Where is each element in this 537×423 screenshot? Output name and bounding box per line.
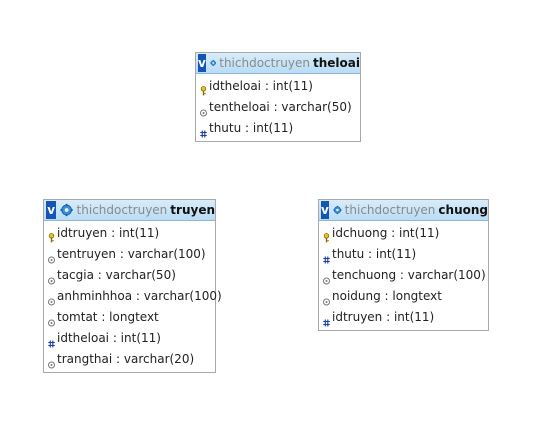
- column-row[interactable]: thutu : int(11): [196, 118, 360, 139]
- collapse-toggle-button[interactable]: v: [198, 54, 206, 72]
- numeric-column-icon: [323, 313, 330, 326]
- column-row[interactable]: tenchuong : varchar(100): [319, 265, 488, 286]
- table-name: truyen: [170, 203, 215, 217]
- table-name: chuong: [438, 203, 488, 217]
- column-label: idchuong : int(11): [332, 226, 440, 240]
- collapse-toggle-button[interactable]: v: [321, 201, 329, 219]
- key-icon: [48, 229, 55, 242]
- gear-icon: [333, 205, 342, 215]
- column-row[interactable]: idtheloai : int(11): [44, 328, 215, 349]
- numeric-column-icon: [200, 124, 207, 137]
- column-label: tacgia : varchar(50): [57, 268, 176, 282]
- table-name: theloai: [313, 56, 360, 70]
- column-row[interactable]: noidung : longtext: [319, 286, 488, 307]
- column-list: idtheloai : int(11) tentheloai : varchar…: [196, 74, 360, 141]
- column-row[interactable]: tentheloai : varchar(50): [196, 97, 360, 118]
- column-label: tenchuong : varchar(100): [332, 268, 486, 282]
- text-column-icon: [323, 292, 330, 305]
- column-label: thutu : int(11): [332, 247, 417, 261]
- column-row[interactable]: idtruyen : int(11): [44, 223, 215, 244]
- table-header[interactable]: v thichdoctruyen theloai: [196, 53, 360, 74]
- database-name: thichdoctruyen: [219, 56, 310, 70]
- table-header[interactable]: v thichdoctruyen chuong: [319, 200, 488, 221]
- text-column-icon: [48, 250, 55, 263]
- column-row[interactable]: idtruyen : int(11): [319, 307, 488, 328]
- numeric-column-icon: [323, 250, 330, 263]
- column-label: idtruyen : int(11): [332, 310, 435, 324]
- column-label: noidung : longtext: [332, 289, 442, 303]
- column-row[interactable]: tentruyen : varchar(100): [44, 244, 215, 265]
- key-icon: [323, 229, 330, 242]
- column-row[interactable]: tomtat : longtext: [44, 307, 215, 328]
- column-label: trangthai : varchar(20): [57, 352, 195, 366]
- table-chuong[interactable]: v thichdoctruyen chuong idchuong : int(1…: [318, 199, 489, 331]
- column-row[interactable]: trangthai : varchar(20): [44, 349, 215, 370]
- table-theloai[interactable]: v thichdoctruyen theloai idtheloai : int…: [195, 52, 361, 142]
- column-list: idtruyen : int(11) tentruyen : varchar(1…: [44, 221, 222, 372]
- text-column-icon: [48, 355, 55, 368]
- column-row[interactable]: idtheloai : int(11): [196, 76, 360, 97]
- database-name: thichdoctruyen: [76, 203, 168, 217]
- column-row[interactable]: tacgia : varchar(50): [44, 265, 215, 286]
- column-label: anhminhhoa : varchar(100): [57, 289, 222, 303]
- table-truyen[interactable]: v thichdoctruyen truyen idtruyen : int(1…: [43, 199, 222, 373]
- database-name: thichdoctruyen: [344, 203, 436, 217]
- column-label: idtheloai : int(11): [57, 331, 161, 345]
- gear-icon: [210, 60, 217, 66]
- column-row[interactable]: anhminhhoa : varchar(100): [44, 286, 222, 307]
- text-column-icon: [323, 271, 330, 284]
- text-column-icon: [48, 271, 55, 284]
- text-column-icon: [200, 103, 207, 116]
- column-label: tentruyen : varchar(100): [57, 247, 206, 261]
- column-label: tomtat : longtext: [57, 310, 159, 324]
- column-label: idtheloai : int(11): [209, 79, 313, 93]
- text-column-icon: [48, 292, 55, 305]
- column-row[interactable]: idchuong : int(11): [319, 223, 488, 244]
- column-list: idchuong : int(11) thutu : int(11) tench…: [319, 221, 488, 330]
- column-label: idtruyen : int(11): [57, 226, 160, 240]
- column-label: tentheloai : varchar(50): [209, 100, 352, 114]
- gear-icon: [60, 203, 74, 217]
- column-label: thutu : int(11): [209, 121, 294, 135]
- text-column-icon: [48, 313, 55, 326]
- column-row[interactable]: thutu : int(11): [319, 244, 488, 265]
- numeric-column-icon: [48, 334, 55, 347]
- collapse-toggle-button[interactable]: v: [46, 201, 57, 219]
- key-icon: [200, 82, 207, 95]
- table-header[interactable]: v thichdoctruyen truyen: [44, 200, 215, 221]
